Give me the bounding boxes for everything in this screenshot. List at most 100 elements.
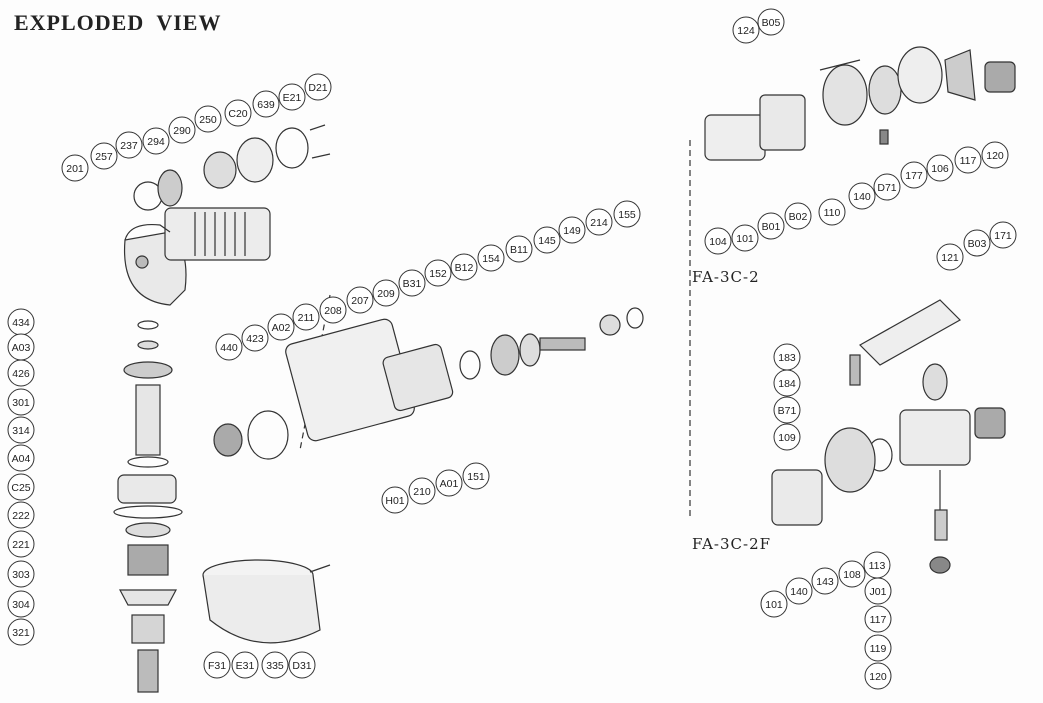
model-label-fa-3c-2f: FA-3C-2F [692,535,772,553]
part-callout-circle [241,324,269,352]
part-callout-circle [252,90,280,118]
part-callout-label: 101 [765,599,783,611]
part-callout-label: 109 [778,432,796,444]
model-label-fa-3c-2: FA-3C-2 [692,268,760,286]
part-callout-label: 440 [220,342,238,354]
grinder-housing [123,207,271,306]
part-callout-label: 304 [12,599,30,611]
part-callout-circle [704,227,732,255]
fa-3c-2-assembly [689,46,1016,520]
part-callout-circle [558,216,586,244]
part-callout-label: C25 [11,482,30,494]
part-callout-circle [585,208,613,236]
part-callout-circle [784,202,812,230]
fa-3c-2f-assembly [771,299,1006,574]
part-callout-label: 121 [941,252,959,264]
part-callout-label: 117 [870,614,887,626]
part-callout-label: 208 [324,305,342,317]
part-callout-label: 303 [12,569,30,581]
part-callout-label: D21 [308,82,327,94]
part-callout-label: D31 [292,660,311,672]
part-callout-circle [292,303,320,331]
part-callout-circle [757,8,785,36]
page-title: EXPLODED VIEW [14,10,222,35]
part-callout-circle [224,99,252,127]
part-callout-label: 120 [986,150,1004,162]
part-callout-circle [818,198,846,226]
part-callout-label: 314 [12,425,30,437]
part-callout-label: 210 [413,486,431,498]
part-callout-circle [7,388,35,416]
part-callout-label: 201 [66,163,84,175]
part-callout-circle [231,651,259,679]
part-callout-circle [7,618,35,646]
part-callout-label: 335 [266,660,284,672]
part-callout-circle [381,486,409,514]
part-callout-circle [505,235,533,263]
part-callout-circle [773,396,801,424]
part-callout-label: B12 [455,262,474,274]
part-callout-circle [926,154,954,182]
part-callout-label: 184 [778,378,796,390]
part-callout-label: C20 [228,108,247,120]
part-callout-circle [954,146,982,174]
part-callout-label: 257 [95,151,113,163]
part-callout-label: 639 [257,99,275,111]
part-callout-circle [7,444,35,472]
part-callout-circle [7,359,35,387]
part-callout-label: B03 [968,238,987,250]
part-callout-circle [7,560,35,588]
part-callout-label: 222 [12,510,30,522]
part-callout-circle [533,226,561,254]
part-callout-label: E31 [236,660,255,672]
part-callout-label: A04 [12,453,31,465]
part-callout-circle [864,605,892,633]
part-callout-circle [267,313,295,341]
part-callout-circle [408,477,436,505]
part-callout-circle [864,662,892,690]
motor-cap-parts [133,124,331,211]
part-callout-label: 152 [429,268,447,280]
part-callout-circle [261,651,289,679]
part-callout-circle [760,590,788,618]
part-callout-label: 101 [736,233,754,245]
part-callout-circle [936,243,964,271]
part-callout-circle [900,161,928,189]
part-callout-label: 423 [246,333,264,345]
part-callout-label: 149 [563,225,581,237]
part-callout-label: 290 [173,125,191,137]
part-callout-label: 145 [538,235,556,247]
part-callout-circle [319,296,347,324]
part-callout-label: 183 [778,352,796,364]
part-callout-label: 106 [931,163,949,175]
part-callout-circle [61,154,89,182]
part-callout-circle [7,416,35,444]
part-callout-circle [477,244,505,272]
part-callout-circle [115,131,143,159]
part-callout-circle [981,141,1009,169]
part-callout-label: A02 [272,322,291,334]
part-callout-circle [864,577,892,605]
part-callout-circle [288,651,316,679]
part-callout-label: 124 [737,25,755,37]
part-callout-label: 177 [905,170,923,182]
part-callout-label: B05 [762,17,781,29]
part-callout-circle [613,200,641,228]
part-callout-label: 301 [12,397,30,409]
part-callout-label: 140 [790,586,808,598]
part-callout-circle [864,634,892,662]
part-callout-label: 140 [853,191,871,203]
part-callout-label: B11 [510,244,528,256]
part-callout-circle [168,116,196,144]
part-callout-circle [7,473,35,501]
part-callout-circle [424,259,452,287]
part-callout-circle [90,142,118,170]
part-callout-circle [757,212,785,240]
part-callout-circle [304,73,332,101]
part-callout-circle [398,269,426,297]
part-callout-label: J01 [870,586,887,598]
part-callout-label: 155 [618,209,636,221]
part-callout-label: 237 [120,140,138,152]
part-callout-circle [873,173,901,201]
